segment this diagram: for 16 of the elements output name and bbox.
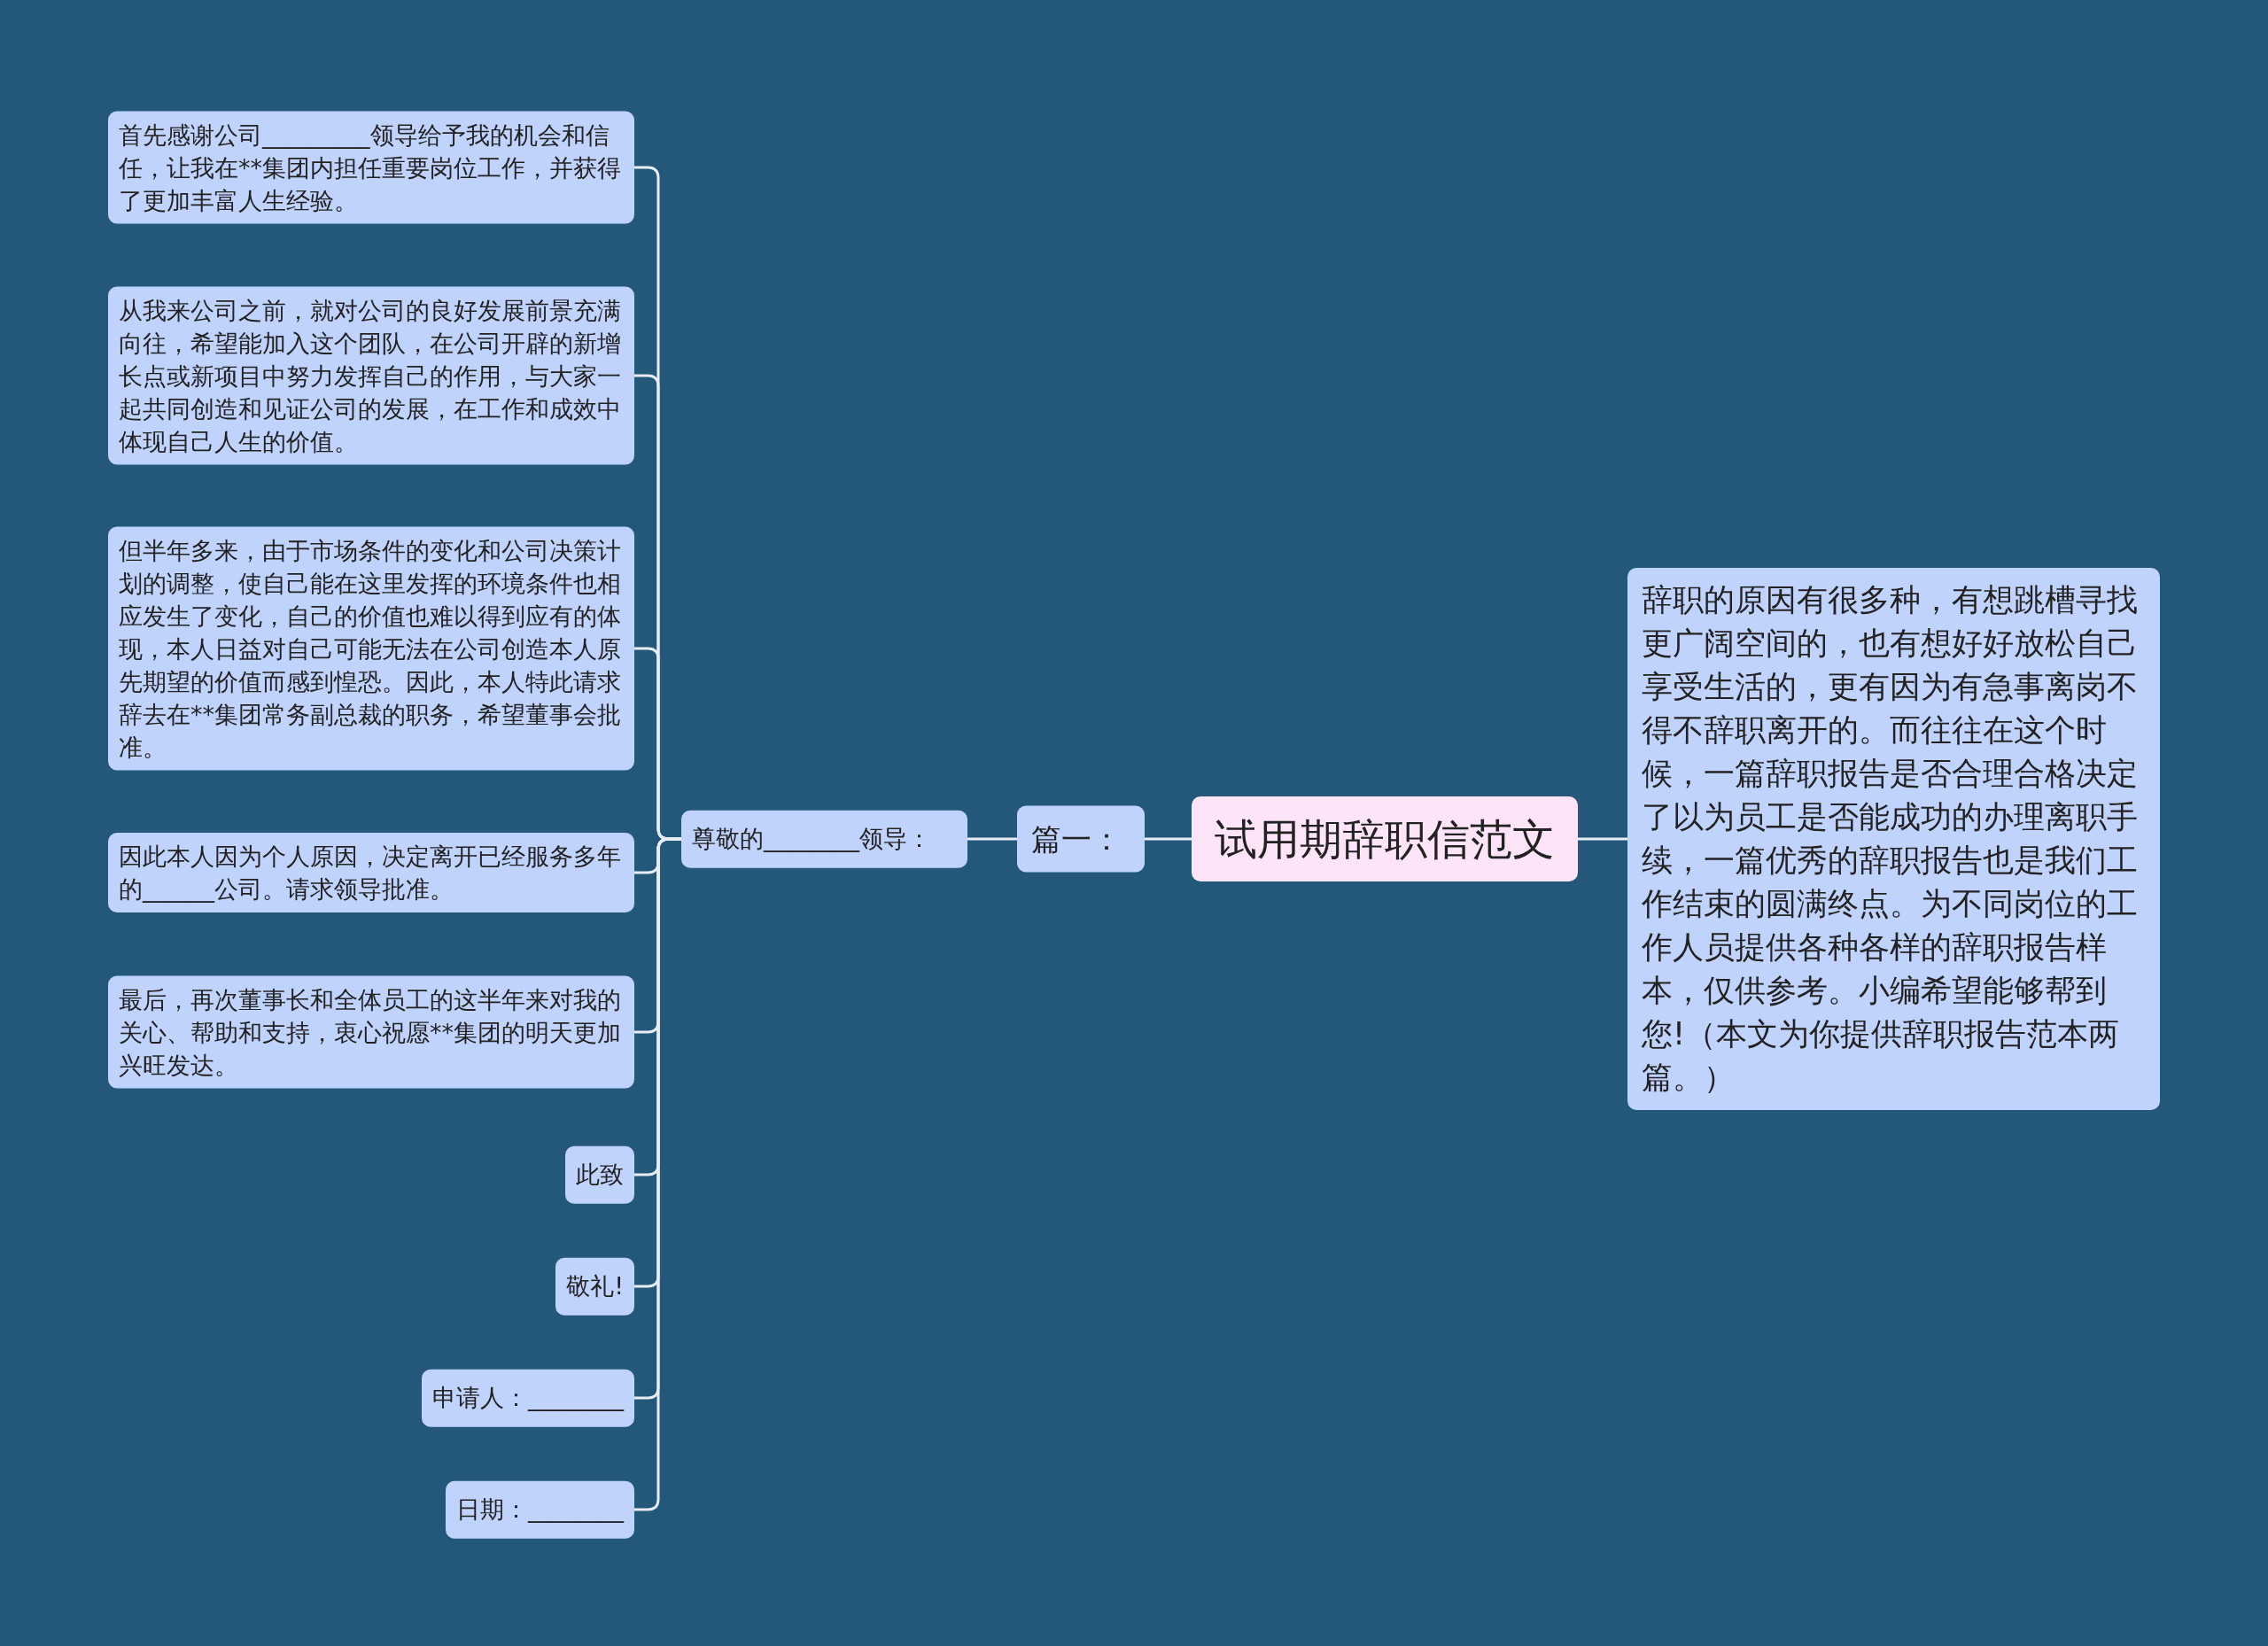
signature-box: 申请人：________: [422, 1369, 634, 1427]
connector-line: [1145, 837, 1192, 841]
paragraph-box: 首先感谢公司_________领导给予我的机会和信任，让我在**集团内担任重要岗位工作，并获得了更加丰富人生经验。: [108, 111, 634, 224]
connector-line: [967, 837, 1017, 841]
paragraph-box: 从我来公司之前，就对公司的良好发展前景充满向往，希望能加入这个团队，在公司开辟的新增长点或新项目中努力发挥自己的作用，与大家一起共同创造和见证公司的发展，在工作和成效中体现自己人生的价值。: [108, 286, 634, 465]
date-box: 日期：________: [446, 1480, 634, 1539]
connector-line: [1578, 837, 1627, 841]
topic-box: 试用期辞职信范文: [1192, 796, 1578, 881]
closing-box: 此致: [565, 1145, 634, 1204]
salutation-box: 敬礼!: [555, 1257, 634, 1316]
paragraph-box: 但半年多来，由于市场条件的变化和公司决策计划的调整，使自己能在这里发挥的环境条件也相应发生了变化，自己的价值也难以得到应有的体现，本人日益对自己可能无法在公司创造本人原先期望的价值而感到惶恐。因此，本人特此请求辞去在**集团常务副总裁的职务，希望董事会批准。: [108, 526, 634, 771]
summary-box: 辞职的原因有很多种，有想跳槽寻找更广阔空间的，也有想好好放松自己享受生活的，更有因为有急事离岗不得不辞职离开的。而往往在这个时候，一篇辞职报告是否合理合格决定了以为员工是否能成功的办理离职手续，一篇优秀的辞职报告也是我们工作结束的圆满终点。为不同岗位的工作人员提供各种各样的辞职报告样本，仅供参考。小编希望能够帮到您!（本文为你提供辞职报告范本两篇。）: [1627, 568, 2160, 1110]
greeting-box: 尊敬的________领导：: [681, 810, 967, 868]
paragraph-box: 最后，再次董事长和全体员工的这半年来对我的关心、帮助和支持，衷心祝愿**集团的明天更加兴旺发达。: [108, 975, 634, 1089]
section-box: 篇一：: [1017, 805, 1145, 873]
paragraph-box: 因此本人因为个人原因，决定离开已经服务多年的______公司。请求领导批准。: [108, 833, 634, 912]
